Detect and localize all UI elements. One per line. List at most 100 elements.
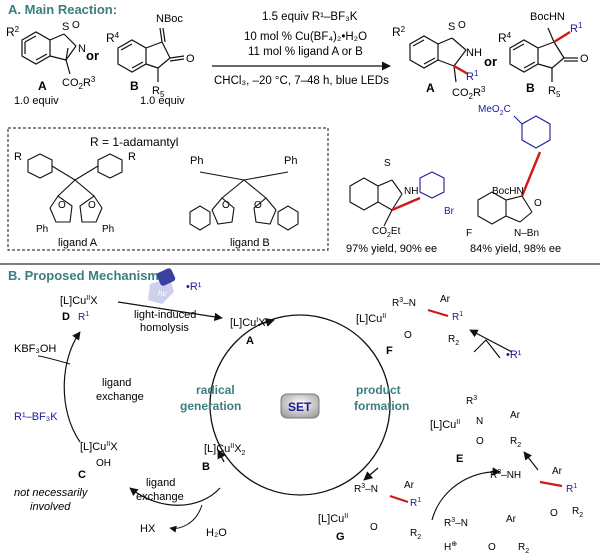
ligand-b-o-left: O: [222, 200, 230, 211]
radical-r1-right: •R¹: [506, 349, 522, 361]
ligand-b-ph-left: Ph: [190, 155, 203, 167]
product-a-nh: NH: [466, 47, 482, 59]
reactant-b-equiv: 1.0 equiv: [140, 95, 185, 107]
or-label-left: or: [86, 48, 99, 63]
reactant-a-n: N: [78, 43, 86, 55]
species-e-n: N: [476, 416, 483, 427]
example-1-so2: S: [384, 158, 391, 169]
ligand-exchange-left: ligand exchange: [96, 377, 144, 403]
light-induced-label: light-induced homolysis: [134, 309, 199, 334]
ligand-a-label: ligand A: [58, 237, 98, 249]
example-2-structure: [477, 115, 551, 225]
e-formation-arrow: [523, 451, 539, 471]
reagent-line-1: 1.5 equiv R¹–BF₃K: [262, 11, 358, 23]
product-a-structure: [409, 35, 467, 83]
product-a-label: A: [426, 81, 435, 95]
product-a-o: O: [458, 20, 466, 31]
product-b-r1: R1: [570, 21, 583, 35]
species-g-r2: R2: [410, 528, 421, 541]
product-wedge: [539, 480, 563, 488]
species-e-o: O: [476, 436, 484, 447]
cycle-arrow-top: [257, 318, 275, 327]
product-b-r5: R5: [548, 85, 561, 99]
example-2-yield: 84% yield, 98% ee: [470, 243, 561, 255]
product-b-label: B: [526, 81, 535, 95]
imine-o: O: [488, 542, 496, 553]
ligand-a-structure: [27, 153, 123, 223]
imine-r3n: R3–N: [444, 517, 468, 529]
reactant-a-label: A: [38, 79, 47, 93]
left-ligand-exchange-arrow: [63, 331, 81, 443]
species-f-label: F: [386, 345, 393, 357]
imine-ar: Ar: [506, 514, 517, 525]
imine-r2: R2: [518, 542, 529, 555]
species-f-formula: [L]CuII: [356, 313, 386, 325]
catalytic-cycle: [209, 314, 391, 496]
protonation-arrow: [431, 467, 501, 521]
species-f-r3n: R3–N: [392, 297, 416, 309]
example-2-o: O: [534, 198, 542, 209]
ligand-a-r-right: R: [128, 151, 136, 163]
product-b-bochn: BocHN: [530, 11, 565, 23]
example-2-bochn: BocHN: [492, 186, 524, 197]
ligand-a-o-left: O: [58, 200, 66, 211]
reactant-b-label: B: [130, 79, 139, 93]
cycle-arrow-right: [363, 467, 379, 481]
species-e-formula: [L]CuII: [430, 419, 460, 431]
product-a-r1: R1: [466, 69, 479, 83]
species-f-o: O: [404, 330, 412, 341]
set-badge: [280, 393, 320, 419]
product-b-o: O: [580, 53, 589, 65]
species-c-formula: [L]CuIIX: [80, 441, 118, 453]
species-f-wedge: [427, 308, 449, 318]
product-r1: R1: [566, 483, 577, 495]
bottom-ligand-exchange-arrow: [129, 487, 221, 506]
species-g-r3n: R3–N: [354, 483, 378, 495]
species-f-r1: R1: [452, 311, 463, 323]
product-a-so2: S: [448, 21, 455, 33]
not-involved-label: not necessarily involved: [14, 487, 90, 513]
example-1-br: Br: [444, 206, 455, 217]
homolysis-arrow: [117, 301, 223, 322]
species-g-wedge: [389, 494, 409, 504]
species-b-formula: [L]CuIIX2: [204, 443, 246, 457]
product-a-ester: CO2R3: [452, 85, 486, 101]
reactant-a-r2: R2: [6, 25, 20, 39]
example-1-yield: 97% yield, 90% ee: [346, 243, 437, 255]
reactant-a-equiv: 1.0 equiv: [14, 95, 59, 107]
radical-addition-hook: [473, 339, 501, 359]
species-a-label: A: [246, 335, 254, 347]
product-a-wedge: [453, 64, 469, 76]
ligand-box-title: R = 1-adamantyl: [90, 135, 178, 149]
radical-generation-label: radical generation: [180, 383, 241, 413]
hx-branch: [169, 504, 203, 533]
species-e-ar: Ar: [510, 410, 521, 421]
imine-h: H⊕: [444, 541, 457, 553]
product-nh: R3–NH: [490, 469, 521, 481]
cycle-arrow-left: [217, 449, 226, 463]
species-b-label: B: [202, 461, 210, 473]
product-a-r2: R2: [392, 25, 406, 39]
example-1-nh: NH: [404, 186, 418, 197]
species-c-oh: OH: [96, 458, 111, 469]
example-1-wedge: [391, 196, 421, 212]
example-1-co2et: CO2Et: [372, 226, 401, 239]
ligand-a-r-left: R: [14, 151, 22, 163]
example-2-meo2c: MeO2C: [478, 104, 511, 117]
product-r2: R2: [572, 506, 583, 519]
or-label-right: or: [484, 54, 497, 69]
radical-addition-arrow: [469, 329, 513, 353]
product-formation-label: product formation: [354, 383, 409, 413]
product-b-structure: [509, 27, 578, 82]
r1bf3k-label: R¹–BF₃K: [14, 411, 58, 423]
example-2-f: F: [466, 228, 472, 239]
species-g-label: G: [336, 531, 345, 543]
product-b-r4: R4: [498, 31, 512, 45]
reactant-a-so2: S: [62, 21, 69, 33]
species-d-label: D: [62, 311, 70, 323]
reactant-b-structure: [117, 27, 185, 82]
blue-led-icon: [148, 268, 176, 304]
species-c-label: C: [78, 469, 86, 481]
